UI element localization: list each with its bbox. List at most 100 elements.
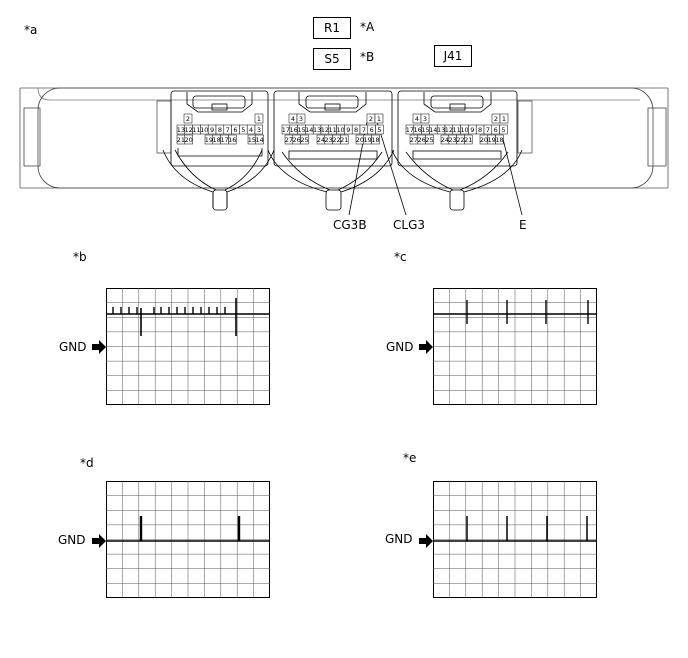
- pin-middle-row1-17: 17: [282, 126, 290, 134]
- connector-code-r1: R1: [313, 17, 351, 39]
- pin-right-row2-24: 24: [441, 136, 449, 144]
- pin-right-row1-12: 12: [445, 126, 453, 134]
- pin-middle-row2-25: 25: [300, 136, 308, 144]
- pin-middle-row1-15: 15: [297, 126, 305, 134]
- pin-right-row2-23: 23: [449, 136, 457, 144]
- pin-right-row1-7: 7: [486, 126, 490, 134]
- pin-left-row1-13: 13: [177, 126, 185, 134]
- pin-middle-row2-22: 22: [332, 136, 340, 144]
- pin-right-row1-13: 13: [437, 126, 445, 134]
- gnd-label-b: GND: [59, 340, 87, 354]
- pin-right-row2-20: 20: [480, 136, 488, 144]
- pin-left-row2-20-cell: [184, 134, 193, 145]
- pin-left-row2-16-cell: [228, 134, 237, 145]
- pin-right-top-3: 3: [423, 115, 427, 123]
- pin-middle-row2-24: 24: [317, 136, 325, 144]
- waveform-label-d: *d: [80, 456, 94, 470]
- pin-left-row1-8: 8: [218, 126, 222, 134]
- pin-middle-top-1-cell: [374, 113, 384, 124]
- pin-right-row1-10: 10: [460, 126, 468, 134]
- pin-middle-row1-13: 13: [313, 126, 321, 134]
- gnd-label-d: GND: [58, 533, 86, 547]
- pin-right-row2-25: 25: [425, 136, 433, 144]
- pin-right-row1-8: 8: [478, 126, 482, 134]
- pin-right-row2-21-cell: [464, 134, 473, 145]
- pin-middle-row1-16: 16: [290, 126, 298, 134]
- oscilloscope-screen-e: [433, 481, 597, 598]
- arrow-right-icon: [419, 534, 433, 548]
- arrow-right-icon: [92, 340, 106, 354]
- pin-left-row1-3: 3: [257, 126, 261, 134]
- pin-left-row2-21: 21: [177, 136, 185, 144]
- pin-right-row1-11: 11: [453, 126, 461, 134]
- pin-right-top-4: 4: [415, 115, 419, 123]
- callout-clg3: CLG3: [393, 218, 425, 232]
- pin-middle-row1-9: 9: [346, 126, 350, 134]
- pin-right-top-3-cell: [420, 113, 430, 124]
- pin-middle-row1-6: 6: [370, 126, 374, 134]
- pin-left-row1-9: 9: [210, 126, 214, 134]
- pin-middle-row1-5-cell: [375, 124, 384, 135]
- pin-right-top-1: 1: [502, 115, 506, 123]
- pin-left-row1-10: 10: [200, 126, 208, 134]
- callout-cg3b: CG3B: [333, 218, 367, 232]
- pin-middle-row2-26: 26: [293, 136, 301, 144]
- pin-right-row2-26: 26: [418, 136, 426, 144]
- pin-left-row2-14-cell: [255, 134, 264, 145]
- pin-middle-row1-11: 11: [329, 126, 337, 134]
- callout-e: E: [519, 218, 527, 232]
- pin-middle-row1-5: 5: [377, 126, 381, 134]
- pin-left-row2-15: 15: [248, 136, 256, 144]
- pin-right-row1-15: 15: [421, 126, 429, 134]
- pin-middle-row2-27: 27: [285, 136, 293, 144]
- pin-left-top-2: 2: [186, 115, 190, 123]
- pin-right-row2-19: 19: [488, 136, 496, 144]
- connector-ref-b: *B: [360, 50, 375, 64]
- pin-left-row1-11: 11: [192, 126, 200, 134]
- pin-right-row2-27: 27: [410, 136, 418, 144]
- pin-left-row2-17: 17: [220, 136, 228, 144]
- pin-right-row1-6: 6: [494, 126, 498, 134]
- pin-right-row1-5-cell: [499, 124, 508, 135]
- pin-right-row1-9: 9: [470, 126, 474, 134]
- pin-left-top-2-cell: [183, 113, 193, 124]
- pin-right-top-2: 2: [494, 115, 498, 123]
- pin-left-row1-7: 7: [226, 126, 230, 134]
- figure-label: *a: [24, 23, 38, 37]
- pin-left-row1-5: 5: [241, 126, 245, 134]
- pin-right-top-1-cell: [499, 113, 509, 124]
- oscilloscope-screen-c: [433, 288, 597, 405]
- pin-left-row2-20: 20: [185, 136, 193, 144]
- pin-middle-row1-7: 7: [362, 126, 366, 134]
- pin-middle-row2-18-cell: [371, 134, 380, 145]
- pin-left-top-1-cell: [254, 113, 264, 124]
- gnd-label-c: GND: [386, 340, 414, 354]
- pin-middle-row1-12: 12: [321, 126, 329, 134]
- oscilloscope-screen-d: [106, 481, 270, 598]
- waveform-label-c: *c: [394, 250, 407, 264]
- waveform-label-e: *e: [403, 451, 417, 465]
- waveform-label-b: *b: [73, 250, 87, 264]
- pin-middle-row2-21-cell: [340, 134, 349, 145]
- pin-left-row1-4: 4: [249, 126, 253, 134]
- pin-middle-row2-23: 23: [325, 136, 333, 144]
- pin-middle-row2-20: 20: [356, 136, 364, 144]
- pin-middle-row2-18: 18: [371, 136, 379, 144]
- pin-middle-row1-8: 8: [354, 126, 358, 134]
- arrow-right-icon: [92, 534, 106, 548]
- pin-right-row1-16: 16: [414, 126, 422, 134]
- connector-code-j41: J41: [434, 45, 472, 67]
- pin-middle-top-4: 4: [291, 115, 295, 123]
- gnd-label-e: GND: [385, 532, 413, 546]
- pin-left-row2-14: 14: [256, 136, 264, 144]
- pin-right-row2-18: 18: [495, 136, 503, 144]
- pin-left-row2-16: 16: [228, 136, 236, 144]
- pin-right-row1-17: 17: [406, 126, 414, 134]
- pin-right-row2-22: 22: [456, 136, 464, 144]
- pin-right-row1-5: 5: [501, 126, 505, 134]
- pin-right-row2-18-cell: [495, 134, 504, 145]
- pin-middle-top-2: 2: [369, 115, 373, 123]
- connector-code-s5: S5: [313, 48, 351, 70]
- pin-middle-top-1: 1: [377, 115, 381, 123]
